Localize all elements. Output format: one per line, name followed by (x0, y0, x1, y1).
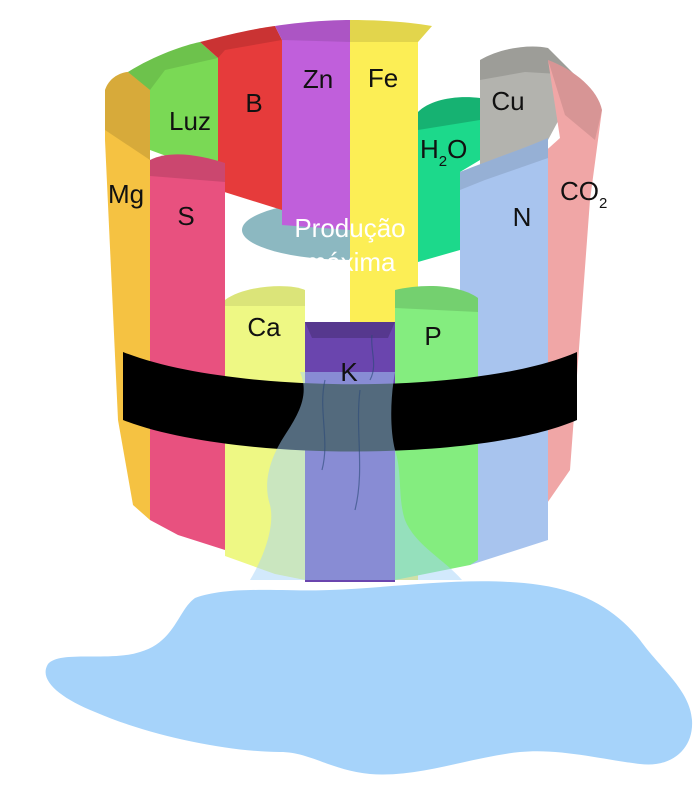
center-label-line1: Produção (294, 213, 405, 243)
label-luz: Luz (169, 106, 211, 136)
label-p: P (424, 321, 441, 351)
stave-n (460, 138, 548, 565)
stave-zn (275, 20, 350, 230)
label-fe: Fe (368, 63, 398, 93)
label-s: S (177, 201, 194, 231)
label-b: B (245, 88, 262, 118)
stave-h2o (418, 97, 480, 262)
stave-luz (128, 42, 218, 175)
water-flow-lines (321, 334, 375, 511)
label-cu: Cu (491, 86, 524, 116)
label-mg: Mg (108, 179, 144, 209)
center-label-line2: máxima (304, 247, 396, 277)
label-co2: CO2 (560, 176, 607, 212)
label-zn: Zn (303, 64, 333, 94)
label-n: N (513, 202, 532, 232)
stave-mg (105, 71, 150, 520)
water-overflow (250, 372, 462, 580)
stave-s (150, 154, 225, 551)
label-ca: Ca (247, 312, 281, 342)
water-puddle (45, 581, 693, 775)
label-h2o: H2O (420, 134, 467, 170)
label-k: K (340, 357, 358, 387)
